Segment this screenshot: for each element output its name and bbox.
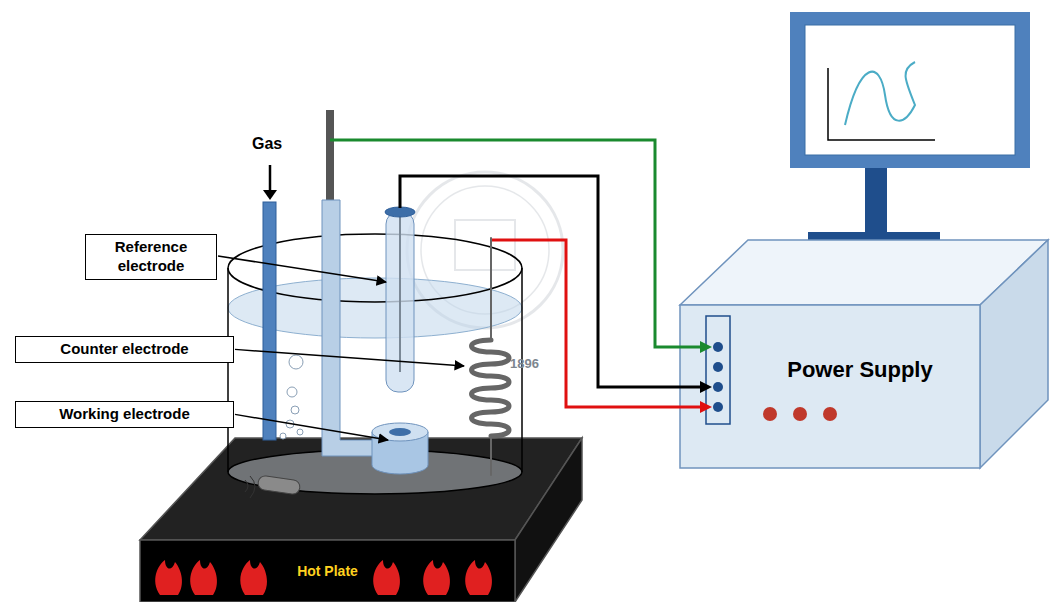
node-text: Counter electrode — [22, 340, 227, 359]
gas-label: Gas — [252, 135, 282, 153]
callout-box: Counter electrode — [15, 336, 234, 363]
working-electrode — [322, 110, 428, 474]
power-supply-face: Power Supply — [740, 305, 980, 425]
callout-box: Working electrode — [15, 401, 234, 428]
wire — [330, 140, 712, 413]
hot-plate — [140, 438, 582, 602]
node-text: Working electrode — [22, 405, 227, 424]
node-text: Hot Plate — [297, 563, 358, 579]
watermark-text: 1896 — [510, 356, 539, 371]
node-text: Reference electrode — [92, 238, 210, 276]
leader-line — [218, 256, 386, 282]
node-text: Power Supply — [787, 357, 932, 383]
leader-line — [235, 349, 464, 366]
leader-line — [235, 414, 388, 440]
gas-tube — [263, 165, 303, 440]
flame-symbol — [155, 560, 492, 595]
reference-electrode — [385, 207, 415, 392]
hot-plate-face: Hot Plate — [140, 540, 515, 602]
monitor — [790, 12, 1030, 252]
power-supply-housing — [680, 240, 1048, 468]
callout-box: Reference electrode — [85, 234, 217, 280]
counter-electrode — [472, 238, 510, 475]
